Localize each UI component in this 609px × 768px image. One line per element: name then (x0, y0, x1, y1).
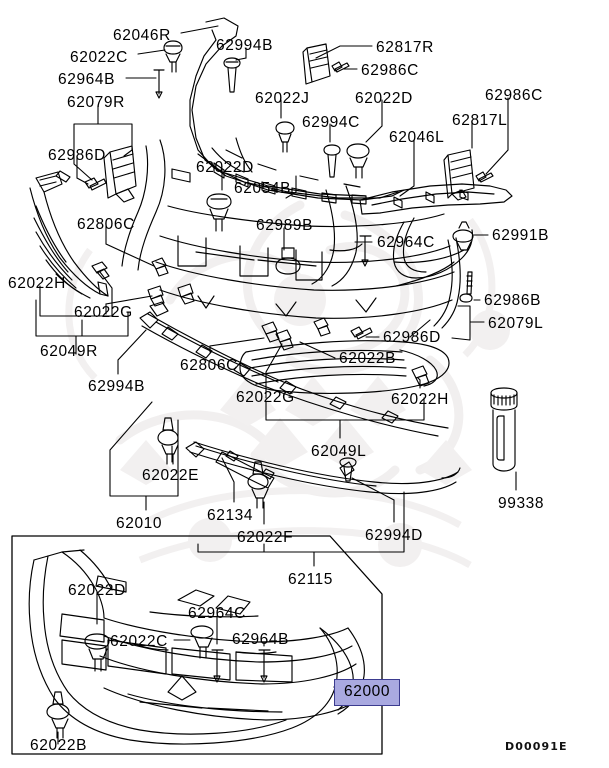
part-label-62022h-left[interactable]: 62022H (8, 275, 66, 292)
screw-62986c-upper (331, 61, 350, 73)
pin-62964b-lower-assembly (258, 649, 271, 683)
part-label-62022b-lower[interactable]: 62022B (30, 737, 88, 754)
part-label-62046r[interactable]: 62046R (113, 27, 171, 44)
part-label-62986b[interactable]: 62986B (484, 292, 542, 309)
lower-bar-62115 (185, 441, 461, 495)
part-label-62994b[interactable]: 62994B (216, 37, 274, 54)
clip-62022g-left-2 (177, 283, 195, 305)
bolt-62022b-mid (313, 317, 331, 337)
bracket-62079l-right (433, 237, 461, 329)
part-label-62986c-far-right[interactable]: 62986C (485, 87, 543, 104)
side-panel-62989b (311, 185, 363, 287)
upper-reinforcement-beam (189, 17, 405, 205)
clip-62022d-mid (206, 193, 232, 232)
upper-trim-strip-left (359, 183, 513, 215)
selected-part-label-62000[interactable]: 62000 (334, 679, 401, 706)
clip-62022d-lower-assembly (84, 633, 110, 672)
bolt-62022j (275, 121, 295, 153)
clip-62022g-grille (275, 329, 294, 351)
clip-62022h-right (411, 365, 430, 387)
part-label-62010[interactable]: 62010 (116, 515, 163, 532)
part-label-62022j[interactable]: 62022J (255, 90, 310, 107)
pin-62964c (359, 235, 372, 267)
bolt-62994c (323, 144, 341, 178)
part-label-62994d[interactable]: 62994D (365, 527, 423, 544)
part-label-62115[interactable]: 62115 (288, 571, 333, 588)
part-label-62817r[interactable]: 62817R (376, 39, 434, 56)
assembly-box-62000 (11, 535, 383, 755)
pin-62964b-upper (153, 69, 165, 99)
part-label-62022d-upper[interactable]: 62022D (355, 90, 413, 107)
part-label-62806c-upper[interactable]: 62806C (77, 216, 135, 233)
part-label-62964c[interactable]: 62964C (377, 234, 435, 251)
part-label-62022e[interactable]: 62022E (142, 467, 200, 484)
part-label-62991b[interactable]: 62991B (492, 227, 550, 244)
complete-bumper-62000 (28, 549, 365, 745)
part-label-62046l[interactable]: 62046L (389, 129, 445, 146)
clip-62022h-left (91, 261, 110, 280)
part-label-62049r[interactable]: 62049R (40, 343, 98, 360)
part-label-62049l[interactable]: 62049L (311, 443, 367, 460)
part-label-62986d-left[interactable]: 62986D (48, 147, 106, 164)
part-label-62806c-lower[interactable]: 62806C (180, 357, 238, 374)
part-label-62994b-lower[interactable]: 62994B (88, 378, 146, 395)
sheet-code: D00091E (505, 740, 568, 753)
part-label-62022b-mid[interactable]: 62022B (339, 350, 397, 367)
part-label-62022g-mid[interactable]: 62022G (236, 389, 295, 406)
lower-trim-62010 (139, 301, 449, 437)
clip-62022c-upper (163, 40, 183, 73)
clip-62022b-lower-assembly (46, 691, 70, 739)
screw-62986d-right (350, 326, 373, 340)
part-label-62817l[interactable]: 62817L (452, 112, 508, 129)
part-label-62986d-right[interactable]: 62986D (383, 329, 441, 346)
bracket-62817l (443, 149, 475, 201)
clip-62022c-lower-assembly (190, 625, 214, 659)
part-label-62964b-lower[interactable]: 62964B (232, 631, 290, 648)
part-label-62079r[interactable]: 62079R (67, 94, 125, 111)
part-label-62964c-lower[interactable]: 62964C (188, 605, 246, 622)
part-label-62022f[interactable]: 62022F (237, 529, 294, 546)
bolt-62994d (339, 457, 357, 482)
main-bumper-fascia-center (121, 137, 455, 319)
clip-62022d-upper (346, 143, 370, 179)
part-label-62022d-mid[interactable]: 62022D (196, 159, 254, 176)
part-label-62022h-right[interactable]: 62022H (391, 391, 449, 408)
part-label-62134[interactable]: 62134 (207, 507, 254, 524)
screw-62986b (459, 271, 473, 303)
bracket-group-62079r (103, 145, 137, 203)
part-label-62994c[interactable]: 62994C (302, 114, 360, 131)
part-label-62022d-lower[interactable]: 62022D (68, 582, 126, 599)
part-label-62079l[interactable]: 62079L (488, 315, 544, 332)
touch-up-paint-pen-99338 (490, 387, 518, 472)
part-label-62964b-upper[interactable]: 62964B (58, 71, 116, 88)
part-label-62022g-left[interactable]: 62022G (74, 304, 133, 321)
part-label-99338[interactable]: 99338 (498, 495, 545, 512)
clip-62806c-upper (151, 257, 169, 277)
lower-grille-62049l (239, 340, 450, 394)
part-label-62986c-right-upper[interactable]: 62986C (361, 62, 419, 79)
part-label-62022c-lower[interactable]: 62022C (110, 633, 168, 650)
clip-62022e (157, 417, 179, 465)
part-label-62054b[interactable]: 62054B (234, 180, 292, 197)
part-label-62022c[interactable]: 62022C (70, 49, 128, 66)
clip-62989b (275, 247, 301, 275)
bolt-62994b-upper (223, 57, 241, 93)
screw-62986c-right (475, 171, 494, 183)
part-label-62989b[interactable]: 62989B (256, 217, 314, 234)
grille-62049r (29, 170, 109, 299)
bracket-62817r (302, 43, 331, 85)
pin-62964c-lower-assembly (211, 649, 224, 683)
